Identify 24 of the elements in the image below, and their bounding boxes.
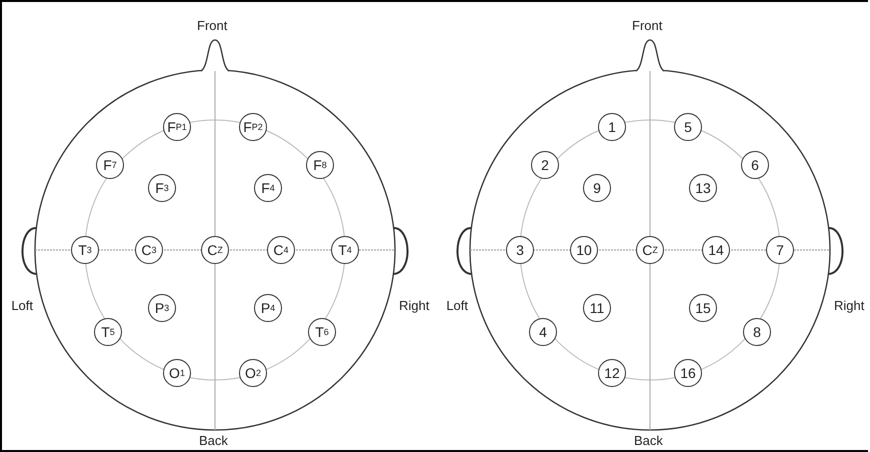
side-label: Loft: [11, 298, 33, 313]
side-label: Loft: [446, 298, 468, 313]
electrode-label: 16: [674, 359, 702, 387]
electrode-label: 5: [674, 113, 702, 141]
side-label: Right: [399, 298, 430, 313]
electrode-label: 6: [741, 151, 769, 179]
electrode-label: 13: [689, 174, 717, 202]
electrode-label: 12: [598, 359, 626, 387]
electrode-label: 3: [506, 236, 534, 264]
front-label: Front: [197, 18, 228, 33]
electrode-label: 4: [529, 318, 557, 346]
electrode-label: 10: [570, 236, 598, 264]
electrode-label: 15: [689, 294, 717, 322]
back-label: Back: [634, 433, 663, 448]
electrode-label: 8: [743, 318, 771, 346]
electrode-label: 9: [583, 174, 611, 202]
electrode-label: 7: [766, 236, 794, 264]
electrode-label: 1: [598, 113, 626, 141]
side-label: Right: [834, 298, 864, 313]
front-label: Front: [632, 18, 662, 33]
electrode-label: 2: [531, 151, 559, 179]
back-label: Back: [199, 433, 228, 448]
electrode-label: 11: [583, 294, 611, 322]
electrode-label: 14: [702, 236, 730, 264]
